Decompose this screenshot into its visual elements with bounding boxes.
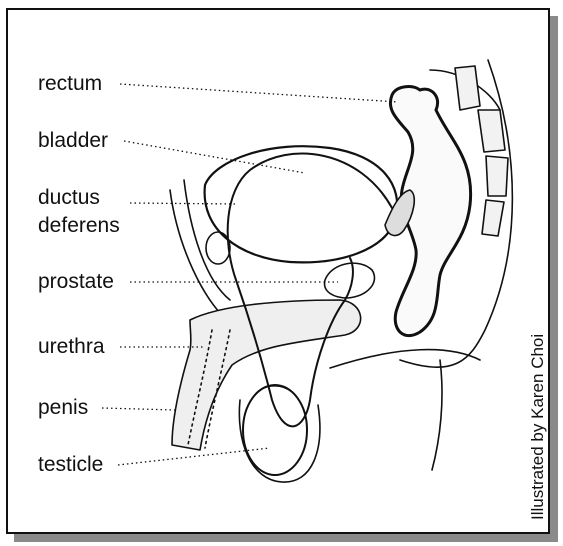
label-prostate: prostate <box>38 270 114 294</box>
label-bladder: bladder <box>38 129 108 153</box>
illustration-credit: Illustrated by Karen Choi <box>528 334 548 520</box>
label-deferens: deferens <box>38 214 120 238</box>
vertebrae <box>455 66 480 110</box>
label-penis: penis <box>38 396 88 420</box>
leader-rectum <box>120 84 398 102</box>
testicle-shape <box>243 385 307 475</box>
label-urethra: urethra <box>38 335 105 359</box>
bladder-shape <box>205 146 398 262</box>
label-ductus: ductus <box>38 186 100 210</box>
body-outline <box>170 190 225 318</box>
label-rectum: rectum <box>38 72 102 96</box>
pubic-bone <box>206 232 230 264</box>
label-testicle: testicle <box>38 453 103 477</box>
leader-penis <box>102 408 175 410</box>
leader-ductus <box>130 203 236 204</box>
